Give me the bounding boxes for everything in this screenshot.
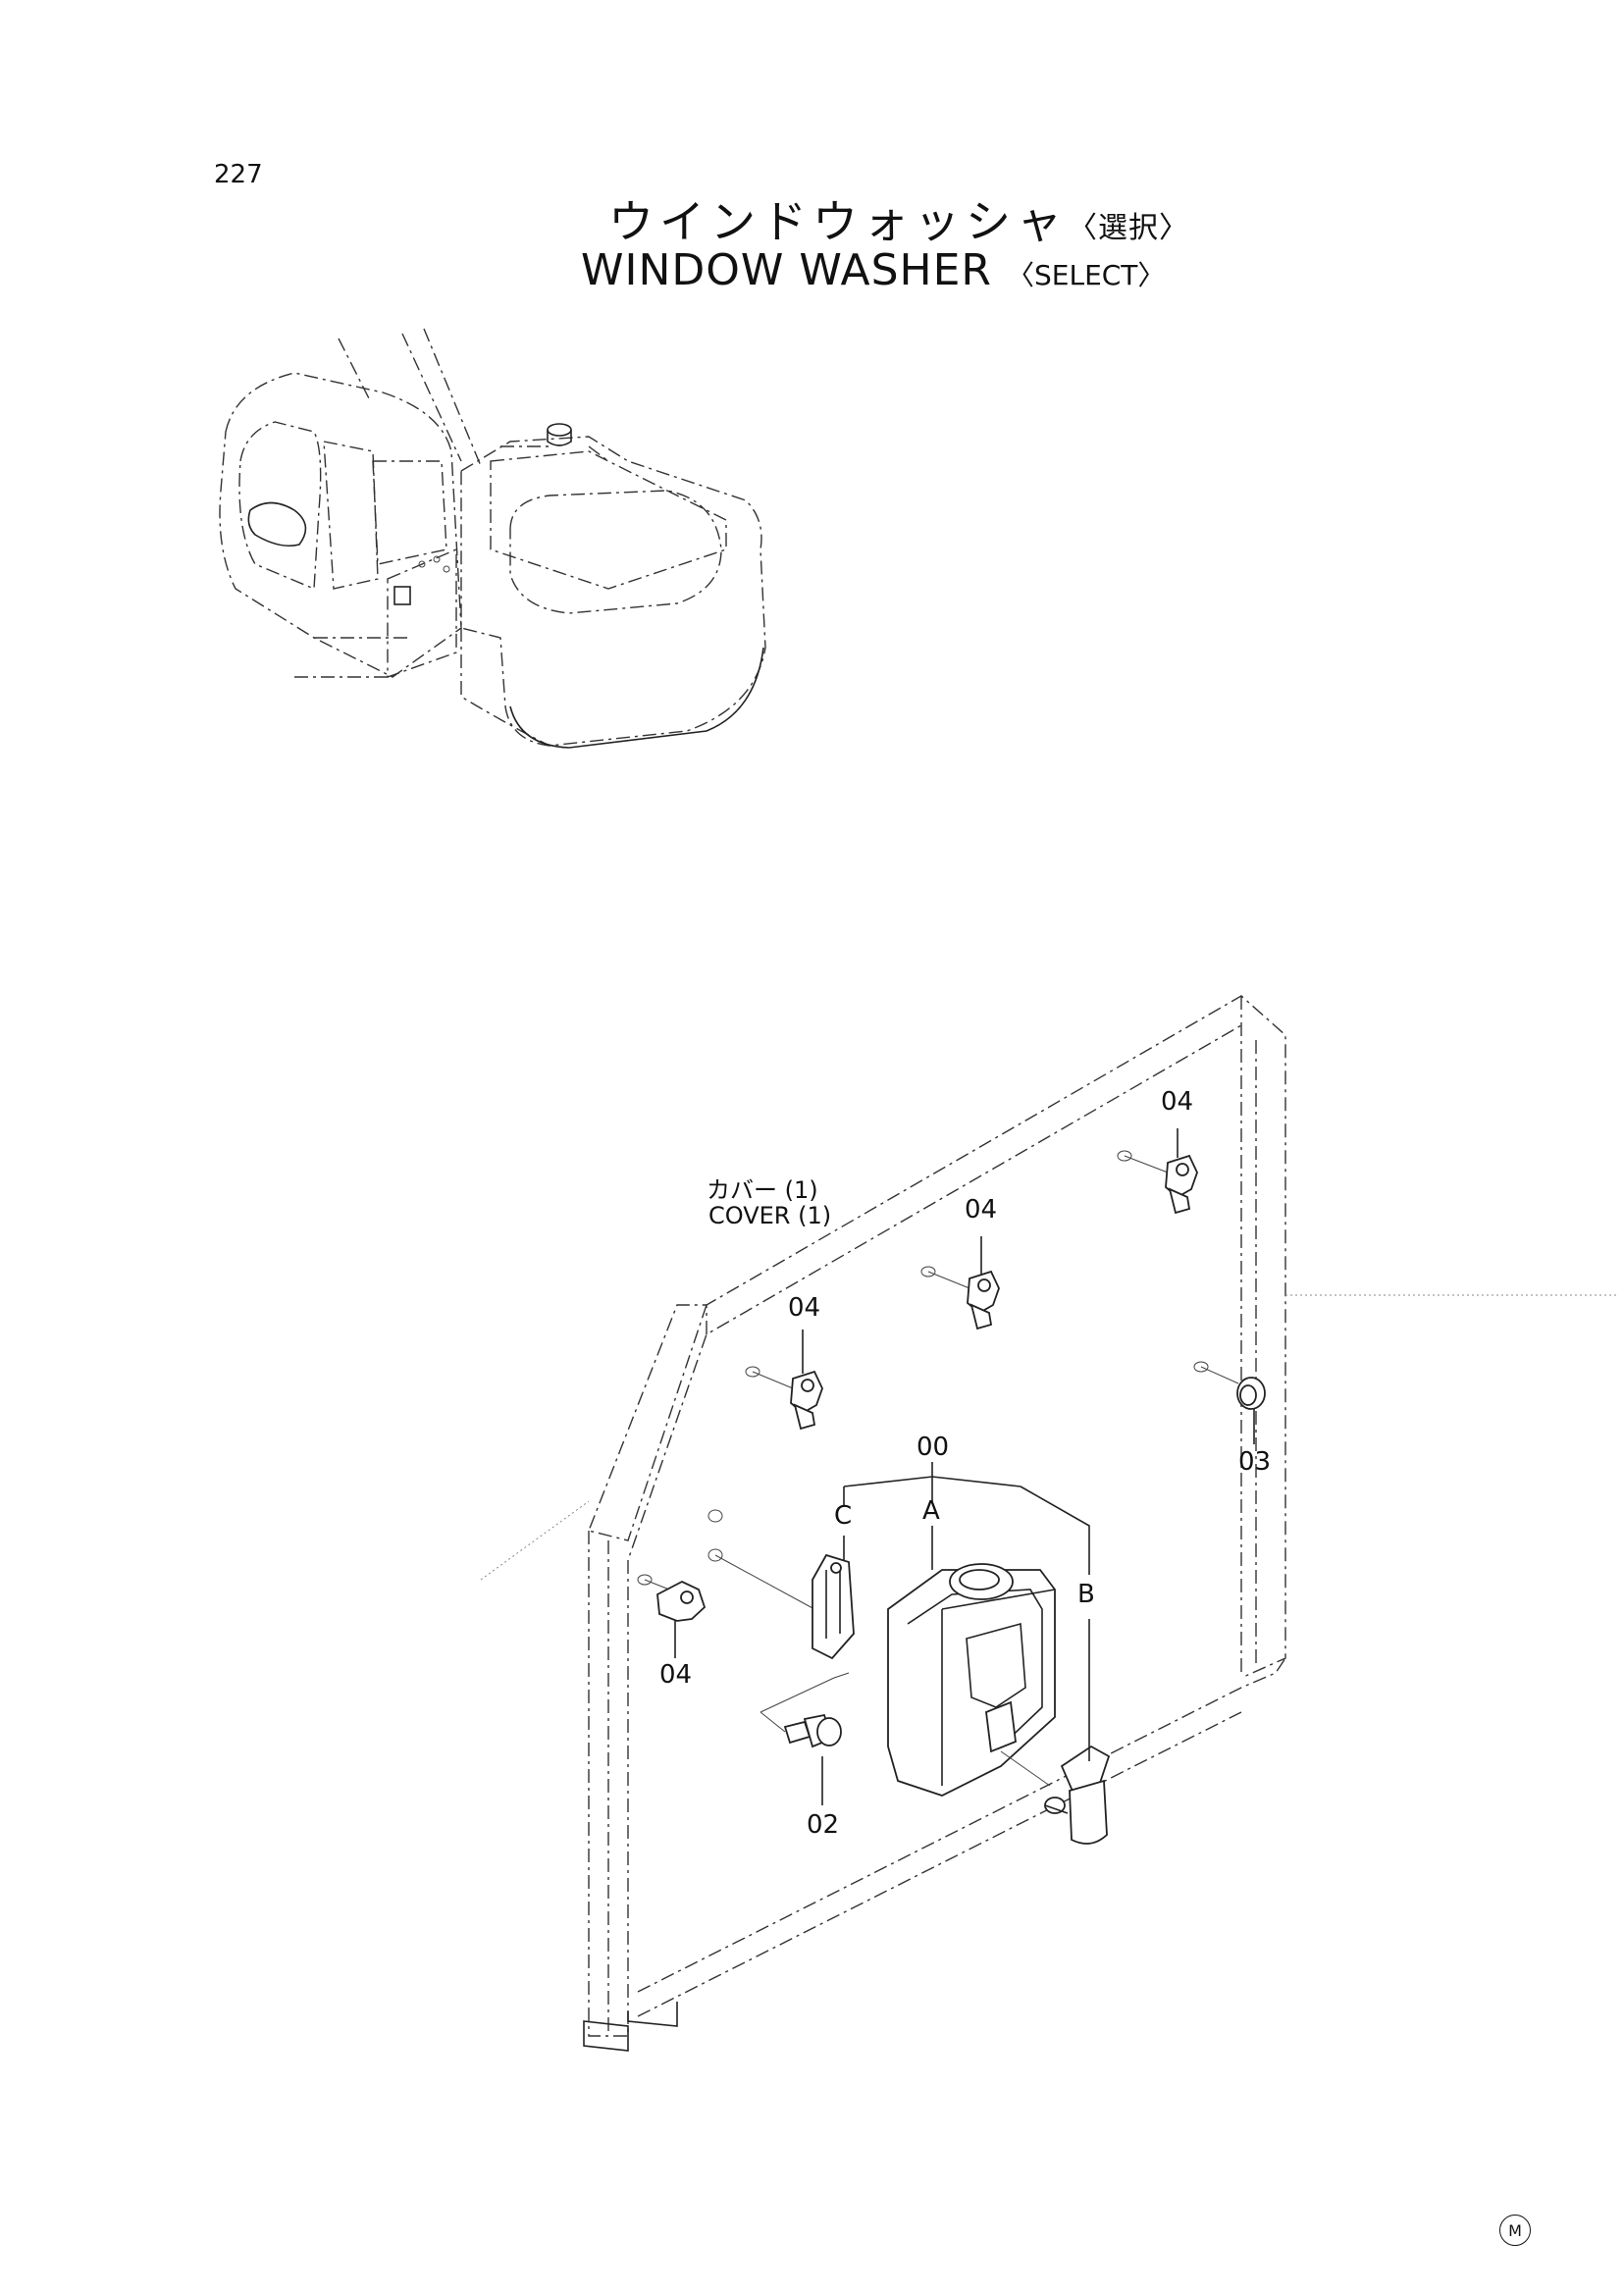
grommet bbox=[1200, 1366, 1266, 1410]
callout-C: C bbox=[834, 1501, 853, 1531]
callout-04-top-mid: 04 bbox=[965, 1195, 998, 1225]
callout-03: 03 bbox=[1238, 1447, 1272, 1477]
title-japanese: ウインドウォッシャ〈選択〉 bbox=[608, 186, 1189, 251]
callout-04-top-left: 04 bbox=[788, 1293, 821, 1323]
washer-tank bbox=[887, 1563, 1056, 1797]
callout-02: 02 bbox=[807, 1810, 840, 1840]
cover-panel bbox=[480, 995, 1619, 2052]
callout-04-top-right: 04 bbox=[1161, 1087, 1194, 1117]
callout-B: B bbox=[1077, 1580, 1095, 1609]
bracket bbox=[714, 1553, 855, 1660]
title-english: WINDOW WASHER 〈SELECT〉 bbox=[581, 245, 1165, 295]
callout-leaders bbox=[674, 1128, 1255, 1805]
clamp-left bbox=[644, 1579, 707, 1622]
corner-mark: M bbox=[1499, 2215, 1531, 2246]
clamp-top-right bbox=[1124, 1154, 1198, 1215]
title-japanese-select: 〈選択〉 bbox=[1068, 211, 1189, 245]
excavator-overview-illustration bbox=[219, 328, 766, 749]
clamp-top-left bbox=[752, 1370, 823, 1431]
title-english-text: WINDOW WASHER bbox=[581, 245, 992, 295]
bolt bbox=[760, 1672, 850, 1748]
title-japanese-text: ウインドウォッシャ bbox=[608, 195, 1068, 248]
cover-label-english: COVER (1) bbox=[708, 1202, 832, 1229]
callout-00: 00 bbox=[917, 1433, 950, 1462]
cover-label-japanese: カバー (1) bbox=[707, 1176, 818, 1204]
washer-pump bbox=[1044, 1745, 1111, 1845]
clamp-top-mid bbox=[927, 1270, 1000, 1330]
callout-A: A bbox=[922, 1496, 940, 1526]
title-english-select: 〈SELECT〉 bbox=[1007, 259, 1166, 291]
page-number: 227 bbox=[214, 160, 263, 189]
callout-04-left: 04 bbox=[659, 1660, 693, 1690]
mounting-holes bbox=[637, 1150, 1209, 1586]
